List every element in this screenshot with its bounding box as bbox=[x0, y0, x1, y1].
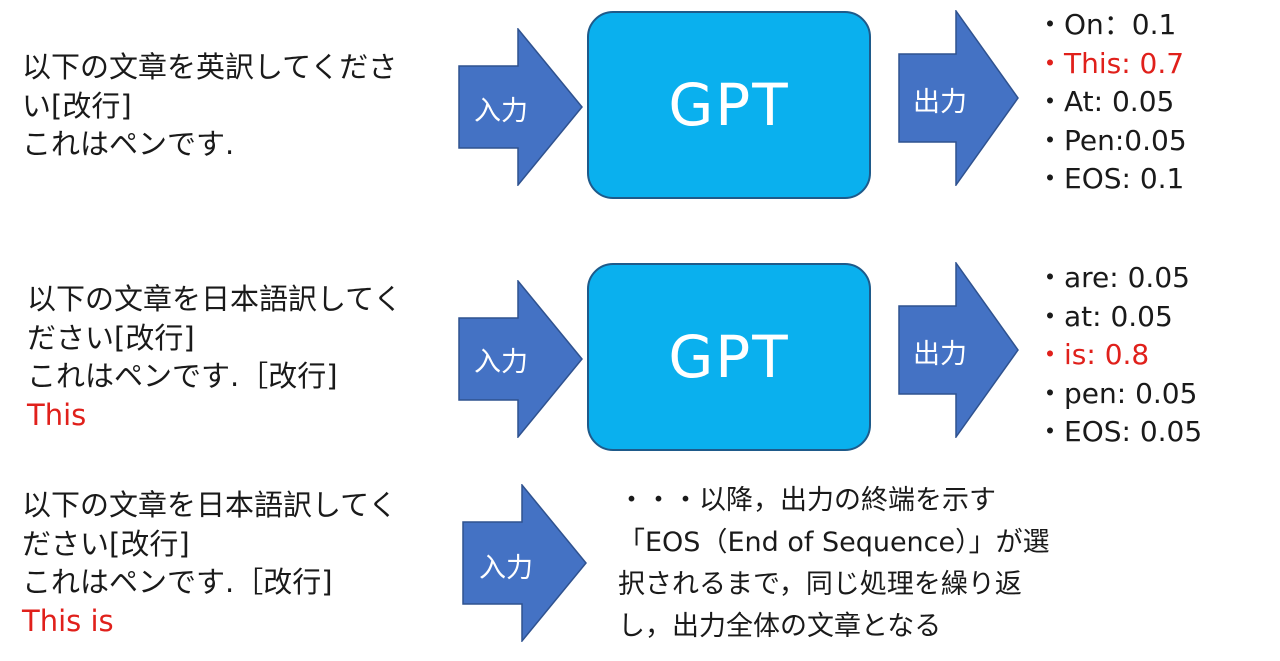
input-prompt-3: 以下の文章を日本語訳してく ださい[改行] これはペンです.［改行] This … bbox=[22, 486, 397, 640]
input-line: い[改行] bbox=[22, 88, 132, 123]
generated-text: This is bbox=[22, 603, 114, 638]
output-token: ・Pen:0.05 bbox=[1036, 123, 1187, 157]
input-line: 以下の文章を日本語訳してく bbox=[22, 488, 398, 522]
note-line: し，出力全体の文章となる bbox=[618, 611, 942, 642]
gpt-model-box-1: GPT bbox=[587, 11, 871, 199]
input-arrow-2 bbox=[458, 280, 583, 438]
gpt-label: GPT bbox=[668, 71, 790, 139]
input-arrow-1 bbox=[458, 28, 583, 186]
output-token: ・pen: 0.05 bbox=[1036, 376, 1198, 410]
output-token: ・At: 0.05 bbox=[1036, 85, 1175, 118]
note-line: 「EOS（End of Sequence）」が選 bbox=[618, 527, 1050, 558]
output-token-selected: ・is: 0.8 bbox=[1036, 338, 1150, 371]
gpt-label: GPT bbox=[668, 323, 790, 391]
output-token: ・On：0.1 bbox=[1036, 8, 1177, 41]
input-line: これはペンです.［改行] bbox=[22, 565, 333, 599]
input-prompt-1: 以下の文章を英訳してくださ い[改行] これはペンです. bbox=[22, 48, 397, 164]
input-line: 以下の文章を日本語訳してく bbox=[27, 282, 403, 316]
input-line: ださい[改行] bbox=[27, 320, 195, 355]
process-note: ・・・以降，出力の終端を示す 「EOS（End of Sequence）」が選 … bbox=[618, 480, 1050, 648]
output-arrow-2 bbox=[898, 262, 1019, 438]
output-arrow-label: 出力 bbox=[913, 87, 967, 118]
input-prompt-2: 以下の文章を日本語訳してく ださい[改行] これはペンです.［改行] This bbox=[27, 280, 402, 434]
gpt-model-box-2: GPT bbox=[587, 263, 871, 451]
generated-text: This bbox=[27, 397, 87, 432]
input-line: これはペンです. bbox=[22, 127, 235, 161]
output-token: ・are: 0.05 bbox=[1036, 261, 1190, 294]
input-line: これはペンです.［改行] bbox=[27, 359, 338, 393]
input-arrow-label: 入力 bbox=[474, 347, 528, 378]
output-token-selected: ・This: 0.7 bbox=[1036, 46, 1185, 80]
output-probabilities-2: ・are: 0.05 ・at: 0.05 ・is: 0.8 ・pen: 0.05… bbox=[1036, 259, 1202, 452]
input-line: ださい[改行] bbox=[22, 526, 190, 561]
output-token: ・at: 0.05 bbox=[1036, 299, 1173, 333]
input-arrow-label: 入力 bbox=[474, 96, 528, 127]
note-line: 択されるまで，同じ処理を繰り返 bbox=[618, 569, 1022, 600]
output-arrow-label: 出力 bbox=[913, 339, 967, 370]
output-token: ・EOS: 0.1 bbox=[1036, 162, 1185, 195]
output-arrow-1 bbox=[898, 10, 1019, 186]
output-probabilities-1: ・On：0.1 ・This: 0.7 ・At: 0.05 ・Pen:0.05 ・… bbox=[1036, 6, 1187, 199]
note-line: ・・・以降，出力の終端を示す bbox=[618, 485, 996, 516]
input-arrow-3 bbox=[462, 484, 587, 642]
output-token: ・EOS: 0.05 bbox=[1036, 415, 1203, 448]
input-line: 以下の文章を英訳してくださ bbox=[22, 50, 398, 84]
input-arrow-label: 入力 bbox=[479, 553, 533, 584]
